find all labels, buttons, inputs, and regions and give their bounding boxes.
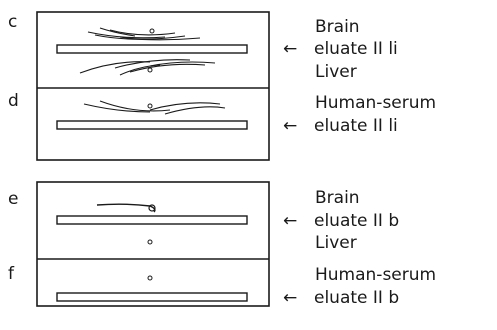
label-e-line1: Brain bbox=[315, 188, 360, 208]
precipitin-arcs-d bbox=[84, 101, 225, 114]
label-liver-upper: Liver bbox=[315, 62, 357, 82]
antigen-well-liver-lower bbox=[148, 240, 152, 244]
panel-letter-e: e bbox=[8, 189, 18, 209]
lower-slide bbox=[37, 182, 269, 306]
panel-letter-f: f bbox=[8, 264, 15, 284]
trough-d bbox=[57, 121, 247, 129]
antigen-well-liver-upper bbox=[148, 68, 152, 72]
trough-c bbox=[57, 45, 247, 53]
label-c-line1: Brain bbox=[315, 17, 360, 37]
trough-e bbox=[57, 216, 247, 224]
antigen-well-c bbox=[150, 29, 154, 33]
panel-letter-c: c bbox=[8, 12, 17, 32]
label-f-line1: Human-serum bbox=[315, 265, 436, 285]
antigen-well-d bbox=[148, 104, 152, 108]
label-f-line2: eluate II b bbox=[314, 288, 399, 308]
arrow-f: ← bbox=[283, 288, 297, 308]
arrow-e: ← bbox=[283, 211, 297, 231]
panel-letter-d: d bbox=[8, 91, 19, 111]
arrow-d: ← bbox=[283, 116, 297, 136]
trough-f bbox=[57, 293, 247, 301]
antigen-well-f bbox=[148, 276, 152, 280]
precipitin-arcs-liver-upper bbox=[80, 60, 215, 75]
label-c-line2: eluate II li bbox=[314, 39, 398, 59]
precipitin-arcs-c bbox=[88, 28, 200, 40]
arrow-c: ← bbox=[283, 39, 297, 59]
precipitin-arcs-e bbox=[97, 204, 155, 212]
label-e-line2: eluate II b bbox=[314, 211, 399, 231]
label-d-line2: eluate II li bbox=[314, 116, 398, 136]
upper-slide bbox=[37, 12, 269, 160]
label-liver-lower: Liver bbox=[315, 233, 357, 253]
label-d-line1: Human-serum bbox=[315, 93, 436, 113]
